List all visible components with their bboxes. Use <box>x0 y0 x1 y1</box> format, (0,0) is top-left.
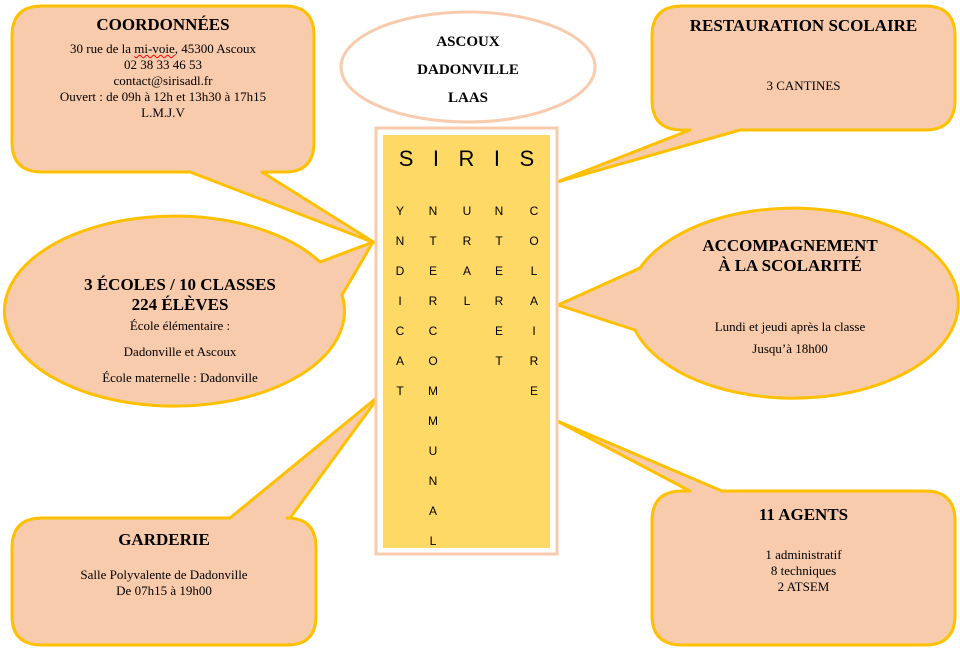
siris-column-letter: Y <box>395 204 404 218</box>
callout-coordonnees <box>10 4 377 245</box>
siris-column: N T E R C O M M U N A L <box>423 196 443 556</box>
siris-column-letter: D <box>395 264 405 278</box>
siris-column-letter: O <box>428 354 438 368</box>
ecoles-title: 3 ÉCOLES / 10 CLASSES <box>84 275 276 294</box>
siris-column-letter: E <box>494 324 503 338</box>
coordonnees-title: COORDONNÉES <box>96 15 230 34</box>
siris-column-letter: T <box>495 234 503 248</box>
siris-column: Y N D I C A T <box>390 196 410 406</box>
siris-column-letter: A <box>428 504 437 518</box>
siris-letter: R <box>458 146 475 171</box>
siris-column-letter: T <box>495 354 503 368</box>
siris-column-letter: I <box>532 324 536 338</box>
siris-column-letter: M <box>428 414 438 428</box>
accompagnement-line: Lundi et jeudi après la classe <box>714 319 866 334</box>
siris-column-letter: O <box>529 234 539 248</box>
siris-column-letter: U <box>428 444 438 458</box>
garderie-line: De 07h15 à 19h00 <box>116 583 212 598</box>
siris-column-letter: T <box>429 234 437 248</box>
siris-column-letter: M <box>428 384 438 398</box>
siris-column-letter: N <box>428 204 438 218</box>
phone: 02 38 33 46 53 <box>124 57 202 72</box>
coordonnees-content: COORDONNÉES 30 rue de la mi-voie, 45300 … <box>12 15 314 121</box>
agents-title: 11 AGENTS <box>758 505 849 524</box>
callout-restauration <box>555 4 957 184</box>
hours: Ouvert : de 09h à 12h et 13h30 à 17h15 <box>59 89 267 104</box>
ecoles-line: École maternelle : Dadonville <box>102 370 258 385</box>
siris-column: C O L A I R E <box>524 196 544 406</box>
siris-column-letter: R <box>529 354 539 368</box>
callout-ecoles <box>2 214 375 408</box>
siris-column-letter: E <box>494 264 503 278</box>
callout-agents <box>553 418 957 647</box>
siris-column-letter: E <box>428 264 437 278</box>
siris-column-letter: C <box>428 324 438 338</box>
communes: ASCOUX DADONVILLE LAAS <box>340 28 596 112</box>
siris-column-letter: I <box>398 294 402 308</box>
commune-ascoux: ASCOUX <box>436 34 500 50</box>
siris-column-letter: A <box>395 354 404 368</box>
ecoles-line: École élémentaire : <box>129 318 231 333</box>
accompagnement-title: À LA SCOLARITÉ <box>718 256 862 275</box>
siris-column-letter: N <box>428 474 438 488</box>
restauration-content: RESTAURATION SCOLAIRE 3 CANTINES <box>652 16 955 94</box>
siris-column-letter: U <box>462 204 472 218</box>
eleves-title: 224 ÉLÈVES <box>131 295 229 314</box>
siris-column-letter: A <box>462 264 471 278</box>
siris-column-letter: N <box>494 204 504 218</box>
siris-column-letter: A <box>529 294 538 308</box>
commune-dadonville: DADONVILLE <box>417 62 519 78</box>
address: 30 rue de la mi-voie, 45300 Ascoux <box>70 41 256 56</box>
communes-ellipse <box>339 10 597 124</box>
restauration-title: RESTAURATION SCOLAIRE <box>689 16 918 35</box>
accompagnement-content: ACCOMPAGNEMENT À LA SCOLARITÉ Lundi et j… <box>630 236 950 360</box>
days: L.M.J.V <box>141 105 185 120</box>
garderie-title: GARDERIE <box>118 530 210 549</box>
siris-title: S I R I S <box>383 146 550 172</box>
siris-column-letter: C <box>395 324 405 338</box>
siris-column-letter: N <box>395 234 405 248</box>
siris-column-letter: E <box>529 384 538 398</box>
siris-column: U R A L <box>457 196 477 316</box>
ecoles-content: 3 ÉCOLES / 10 CLASSES 224 ÉLÈVES École é… <box>20 275 340 391</box>
siris-column-letter: L <box>530 264 538 278</box>
ecoles-line: Dadonville et Ascoux <box>123 344 237 359</box>
agents-content: 11 AGENTS 1 administratif 8 techniques 2… <box>652 505 955 595</box>
restauration-line: 3 CANTINES <box>766 78 841 93</box>
callout-garderie <box>10 393 382 647</box>
siris-column-letter: T <box>396 384 404 398</box>
siris-column-letter: R <box>494 294 504 308</box>
siris-letter: I <box>493 146 501 171</box>
agents-line: 2 ATSEM <box>777 579 830 594</box>
accompagnement-line: Jusqu’à 18h00 <box>752 341 828 356</box>
callout-accompagnement <box>556 206 960 400</box>
siris-column-letter: C <box>529 204 539 218</box>
agents-line: 8 techniques <box>770 563 837 578</box>
siris-letter: I <box>432 146 440 171</box>
email[interactable]: contact@sirisadl.fr <box>113 73 213 88</box>
siris-column-letter: L <box>463 294 471 308</box>
siris-column-letter: R <box>428 294 438 308</box>
siris-column-letter: R <box>462 234 472 248</box>
accompagnement-title: ACCOMPAGNEMENT <box>702 236 878 255</box>
siris-letter: S <box>519 146 535 171</box>
siris-letter: S <box>398 146 414 171</box>
siris-column: N T E R E T <box>489 196 509 376</box>
agents-line: 1 administratif <box>765 547 842 562</box>
garderie-content: GARDERIE Salle Polyvalente de Dadonville… <box>12 530 316 599</box>
siris-box <box>383 135 550 548</box>
garderie-line: Salle Polyvalente de Dadonville <box>80 567 248 582</box>
commune-laas: LAAS <box>447 90 488 106</box>
siris-column-letter: L <box>429 534 437 548</box>
